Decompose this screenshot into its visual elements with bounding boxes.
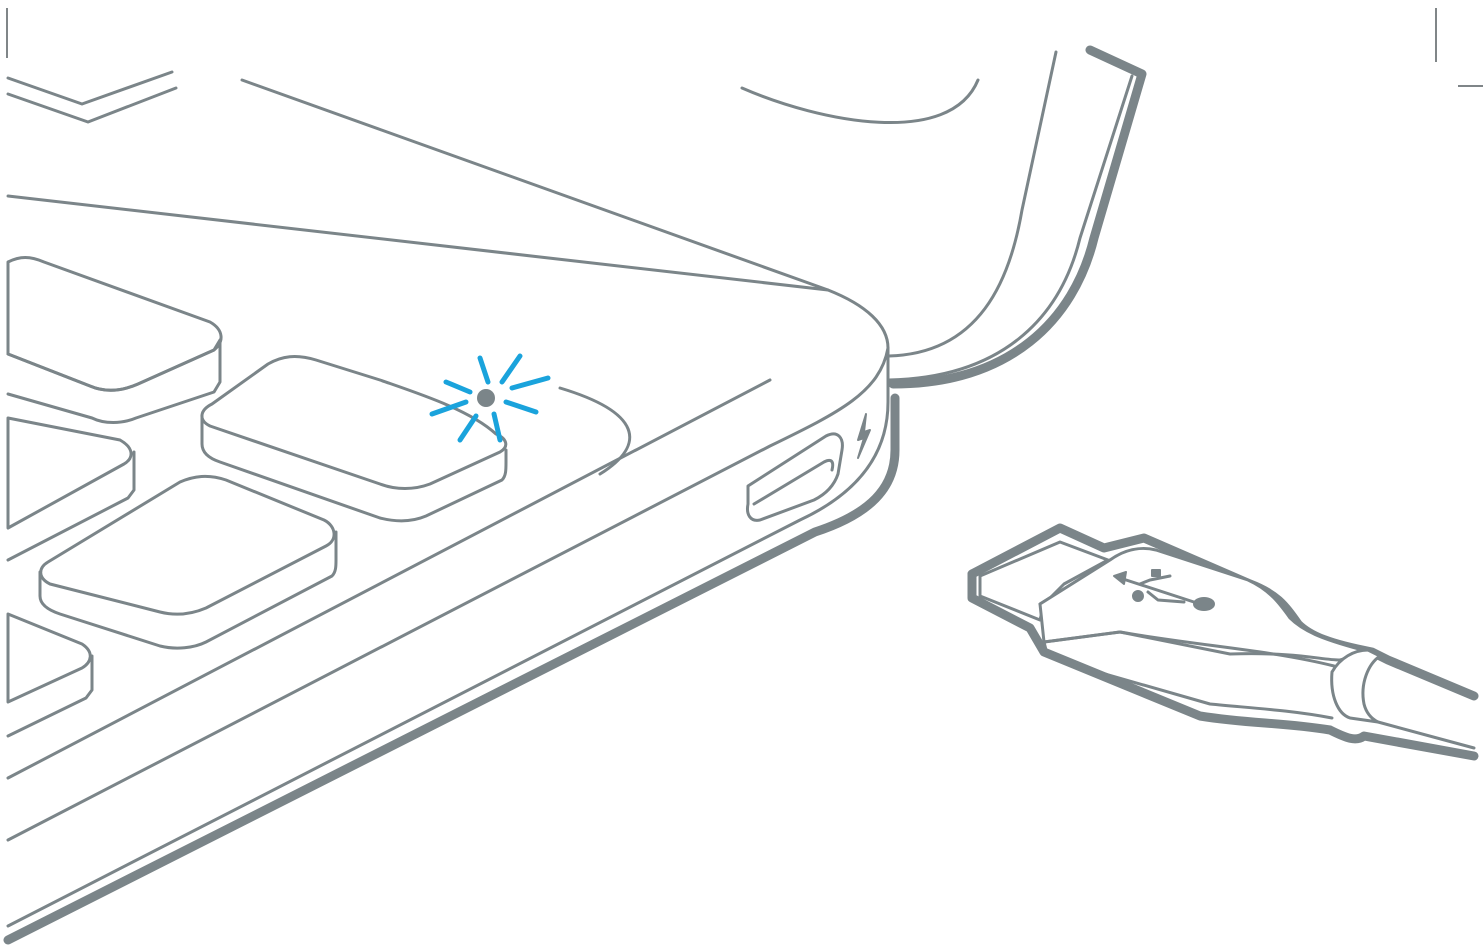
led-dot: [477, 389, 495, 407]
key-left-middle: [8, 418, 131, 528]
crop-marks: [7, 8, 1483, 86]
usb-port: [748, 414, 871, 520]
key-power: [202, 357, 506, 489]
usb-plug: [972, 528, 1474, 756]
screen-edge: [8, 72, 978, 290]
keyboard: [8, 258, 506, 737]
usb-strain-relief: [1332, 650, 1380, 722]
key-bottom-middle: [41, 476, 334, 614]
key-bottom-left: [8, 614, 90, 702]
cable-rear: [888, 50, 1142, 384]
key-top-left: [8, 258, 221, 391]
lightning-bolt-icon: [858, 414, 870, 458]
